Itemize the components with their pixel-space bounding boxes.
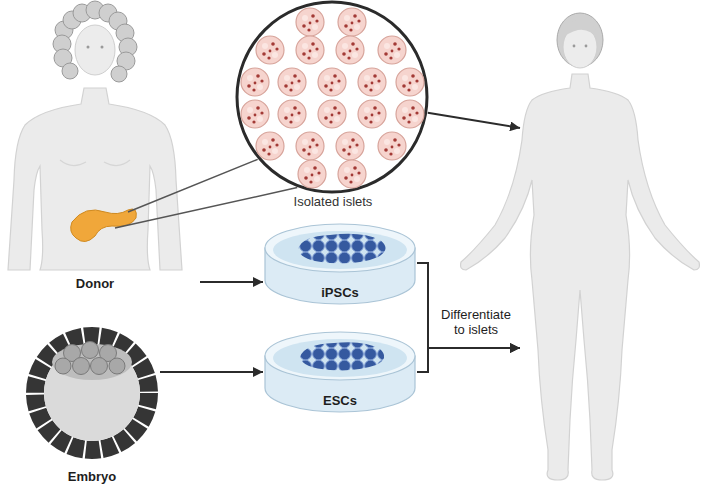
inner-cells bbox=[55, 342, 125, 375]
node-label: Embryo bbox=[68, 469, 116, 484]
embryo-node: Embryo bbox=[24, 325, 160, 485]
arrow-connector bbox=[417, 348, 520, 372]
recipient-node bbox=[520, 0, 640, 487]
petri-dish bbox=[265, 224, 415, 304]
recipient-eye bbox=[585, 45, 588, 48]
cell-colony bbox=[300, 342, 384, 370]
recipient-eye bbox=[573, 45, 576, 48]
recipient-fringe bbox=[562, 20, 598, 40]
dish-top bbox=[265, 332, 415, 380]
donor-hair bbox=[53, 1, 137, 82]
recipient-figure bbox=[461, 13, 700, 480]
arrow-connector bbox=[417, 263, 520, 348]
node-label: iPSCs bbox=[321, 285, 359, 300]
embryo-outer-ring bbox=[35, 336, 149, 450]
islet-circle-outline bbox=[237, 2, 427, 192]
arrow-connector bbox=[200, 281, 263, 283]
node-label: Isolated islets bbox=[294, 194, 373, 209]
ipsc-dish-node: iPSCs bbox=[263, 222, 417, 306]
islet-circle-node: Isolated islets bbox=[235, 0, 429, 212]
dish-top bbox=[265, 224, 415, 272]
dish-medium bbox=[273, 339, 407, 377]
islet-magnified-view bbox=[237, 2, 427, 192]
esc-dish-node: ESCs bbox=[263, 330, 417, 414]
dish-medium bbox=[273, 231, 407, 269]
recipient-hair bbox=[557, 13, 603, 67]
arrow-connector bbox=[428, 113, 520, 128]
donor-face bbox=[75, 25, 115, 75]
embryo-cavity bbox=[44, 345, 140, 441]
arrow-connector bbox=[160, 371, 263, 373]
donor-eye bbox=[87, 46, 90, 49]
embryo-figure bbox=[35, 336, 149, 450]
step-label: Differentiate to islets bbox=[436, 307, 516, 337]
node-label: Donor bbox=[76, 276, 114, 291]
recipient-body bbox=[461, 74, 700, 480]
node-label: ESCs bbox=[323, 393, 357, 408]
donor-figure bbox=[8, 1, 182, 270]
donor-body bbox=[8, 88, 182, 270]
donor-node: Donor bbox=[0, 0, 200, 295]
donor-chest-line bbox=[60, 160, 130, 166]
zoom-line bbox=[115, 159, 297, 228]
petri-dish bbox=[265, 332, 415, 412]
donor-eye bbox=[101, 46, 104, 49]
cell-colony bbox=[298, 234, 386, 264]
